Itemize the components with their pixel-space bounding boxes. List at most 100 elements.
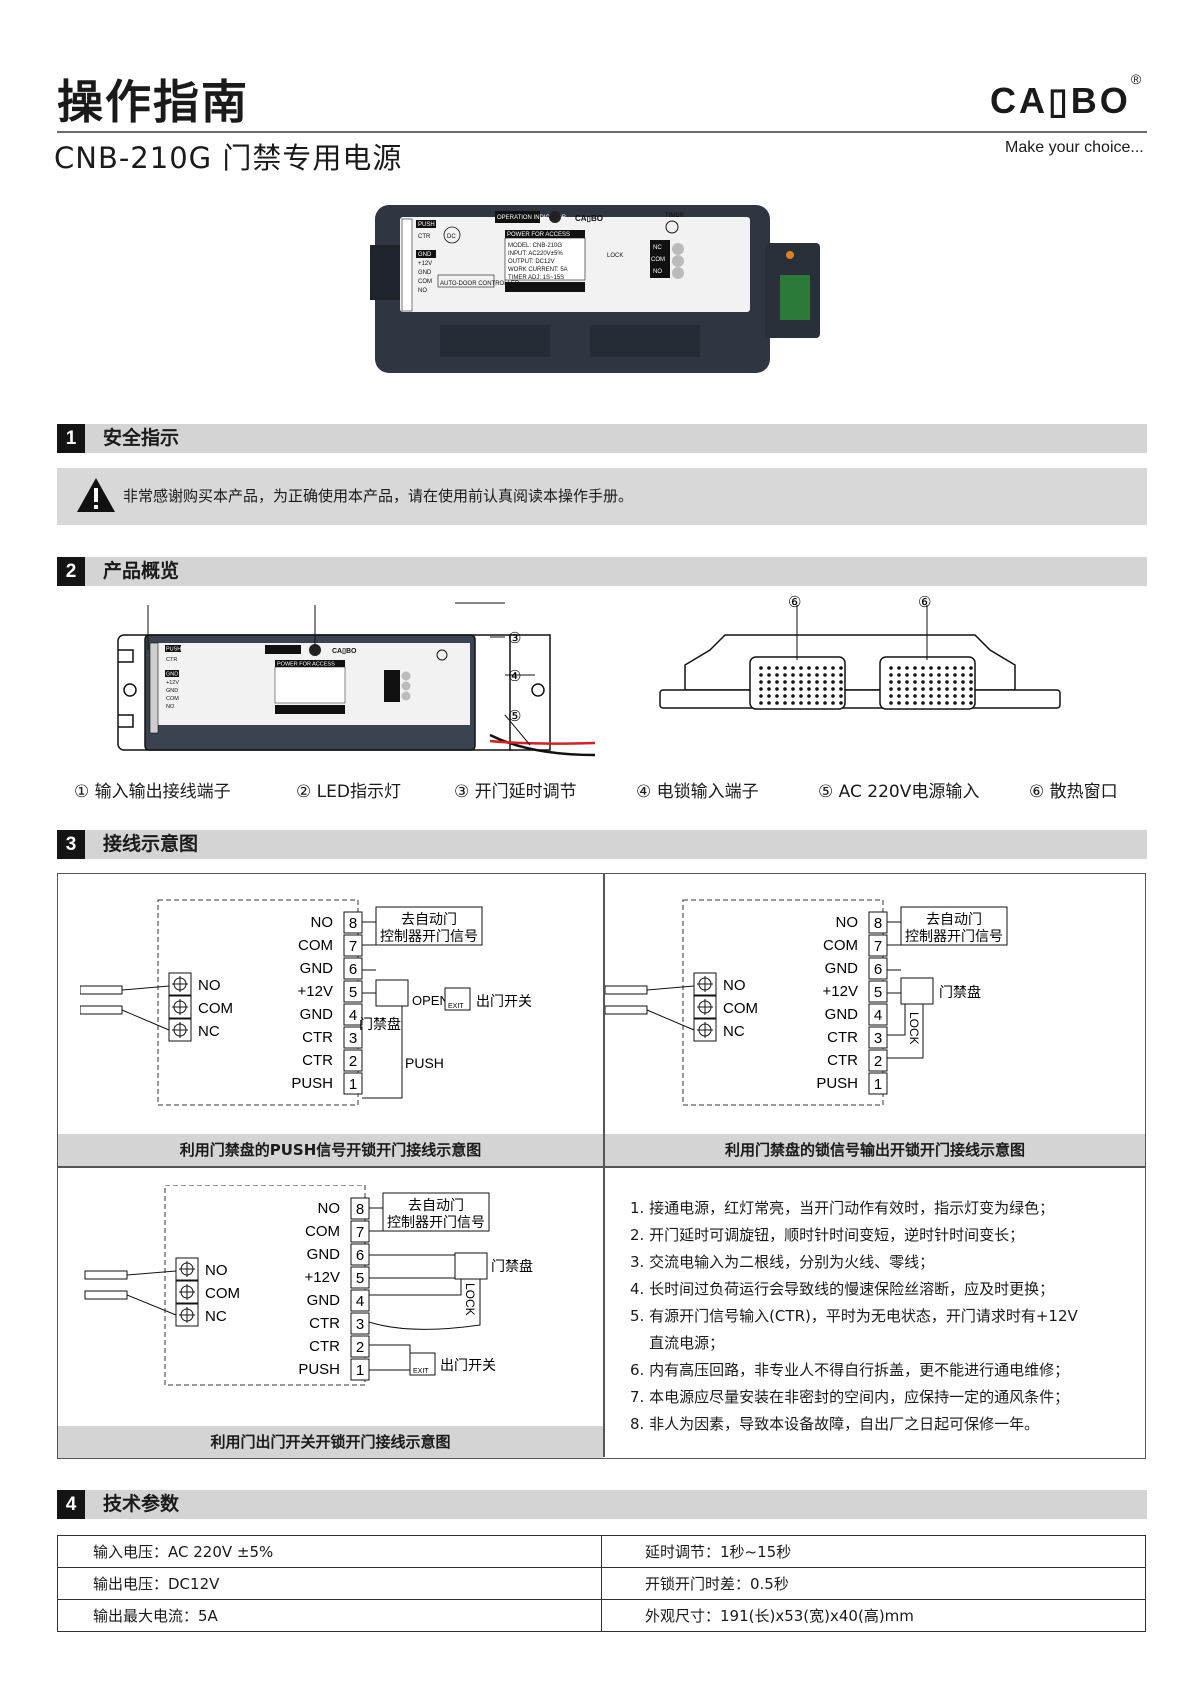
vent-hole	[791, 673, 795, 677]
vent-hole	[815, 673, 819, 677]
vent-hole	[775, 694, 779, 698]
photo-gnd-label: GND	[418, 252, 432, 258]
vent-hole	[913, 701, 917, 705]
vent-hole	[815, 666, 819, 670]
vent-hole	[905, 666, 909, 670]
vent-hole	[783, 673, 787, 677]
vent-hole	[783, 680, 787, 684]
vent-hole	[775, 701, 779, 705]
diagram-caption: 利用门禁盘的锁信号输出开锁开门接线示意图	[605, 1134, 1145, 1166]
photo-dc-label: DC	[447, 234, 456, 240]
vent-hole	[897, 687, 901, 691]
terminal-label: CTR	[309, 1315, 340, 1332]
marker-5: ⑤	[508, 708, 521, 725]
vent-hole	[839, 694, 843, 698]
vent-hole	[945, 673, 949, 677]
door-controller-label: 去自动门	[408, 1198, 464, 1214]
vent-hole	[839, 680, 843, 684]
vent-hole	[945, 694, 949, 698]
overview-legend: ① 输入输出接线端子 ② LED指示灯 ③ 开门延时调节 ④ 电锁输入端子 ⑤ …	[74, 777, 1144, 802]
vent-hole	[961, 701, 965, 705]
vent-hole	[937, 687, 941, 691]
vent-hole	[945, 687, 949, 691]
wiring-diagram-push: NO COM GND +12V GND CTR CTR PUSH 8 7 6 5…	[80, 899, 532, 1106]
vent-hole	[807, 666, 811, 670]
terminal-number: 1	[356, 1362, 364, 1379]
photo-12v-label: +12V	[418, 261, 432, 267]
vent-hole	[889, 694, 893, 698]
svg-text:NO: NO	[166, 704, 175, 710]
brand-logo-text: CA▯BO	[990, 80, 1131, 121]
svg-text:+12V: +12V	[166, 680, 179, 686]
svg-text:OUTPUT: DC12V: OUTPUT: DC12V	[508, 259, 555, 265]
svg-text:WORK CURRENT: 5A: WORK CURRENT: 5A	[508, 267, 568, 273]
terminal-number: 7	[356, 1224, 364, 1241]
marker-6b: ⑥	[918, 595, 931, 611]
note-item: 1. 接通电源，红灯常亮，当开门动作有效时，指示灯变为绿色；	[630, 1199, 1055, 1217]
vent-hole	[775, 673, 779, 677]
photo-nc-label: NC	[653, 245, 662, 251]
vent-hole	[929, 701, 933, 705]
vent-hole	[921, 680, 925, 684]
marker-3: ③	[508, 630, 521, 647]
lock-terminal-label: NC	[205, 1308, 227, 1325]
svg-text:GND: GND	[166, 672, 178, 678]
vent-hole	[969, 694, 973, 698]
vent-hole	[799, 694, 803, 698]
safety-notice-box	[57, 468, 1147, 525]
terminal-label: COM	[823, 937, 858, 954]
section-number: 1	[57, 424, 85, 453]
keypad-label: 门禁盘	[359, 1016, 401, 1033]
vent-hole	[759, 687, 763, 691]
svg-text:TIMER ADJ: 1S~15S: TIMER ADJ: 1S~15S	[508, 275, 564, 281]
svg-text:PUSH: PUSH	[166, 647, 181, 653]
vent-hole	[889, 673, 893, 677]
vent-hole	[969, 687, 973, 691]
vent-hole	[759, 666, 763, 670]
terminal-number: 4	[356, 1293, 364, 1310]
lock-terminal-label: COM	[723, 1000, 758, 1017]
marker-2: ②	[308, 595, 321, 597]
terminal-number: 1	[874, 1076, 882, 1093]
terminal-label: +12V	[298, 983, 333, 1000]
vent-hole	[815, 680, 819, 684]
vent-hole	[905, 701, 909, 705]
vent-hole	[921, 673, 925, 677]
note-item: 7. 本电源应尽量安装在非密封的空间内，应保持一定的通风条件；	[630, 1388, 1070, 1406]
note-item: 2. 开门延时可调旋钮，顺时针时间变短，逆时针时间变长；	[630, 1226, 1025, 1244]
table-row: 输出最大电流：5A 外观尺寸：191(长)x53(宽)x40(高)mm	[57, 1599, 1146, 1632]
note-item: 直流电源；	[630, 1334, 725, 1352]
note-item: 5. 有源开门信号输入(CTR)，平时为无电状态，开门请求时有+12V	[630, 1307, 1078, 1325]
svg-text:GND: GND	[166, 688, 178, 694]
terminal-number: 2	[349, 1053, 357, 1070]
vent-hole	[815, 687, 819, 691]
section-title: 接线示意图	[103, 833, 199, 855]
table-row: 输出电压：DC12V 开锁开门时差：0.5秒	[57, 1567, 1146, 1600]
vent-hole	[905, 673, 909, 677]
marker-6a: ⑥	[788, 595, 801, 611]
spec-cell: 输入电压：AC 220V ±5%	[57, 1535, 602, 1568]
vent-hole	[799, 687, 803, 691]
product-photo: PUSH CTR DC GND +12V GND COM NO AUTO-DOO…	[370, 205, 820, 373]
vent-hole	[767, 666, 771, 670]
photo-autodoor-label: AUTO-DOOR CONTROLLER	[440, 281, 520, 287]
keypad-label: 门禁盘	[939, 984, 981, 1001]
vent-hole	[831, 701, 835, 705]
vent-hole	[775, 666, 779, 670]
terminal-label: GND	[825, 1006, 859, 1023]
open-label: OPEN	[412, 993, 449, 1008]
vent-hole	[783, 701, 787, 705]
svg-text:MODEL: CNB-210G: MODEL: CNB-210G	[508, 243, 562, 249]
terminal-number: 7	[349, 938, 357, 955]
section-header-specs: 4 技术参数	[57, 1490, 1147, 1519]
vent-hole	[791, 666, 795, 670]
vent-hole	[969, 666, 973, 670]
vent-hole	[831, 687, 835, 691]
vent-hole	[969, 701, 973, 705]
vent-hole	[767, 680, 771, 684]
vent-hole	[953, 673, 957, 677]
terminal-label: CTR	[302, 1029, 333, 1046]
note-item: 3. 交流电输入为二根线，分别为火线、零线；	[630, 1253, 935, 1271]
vent-hole	[961, 687, 965, 691]
